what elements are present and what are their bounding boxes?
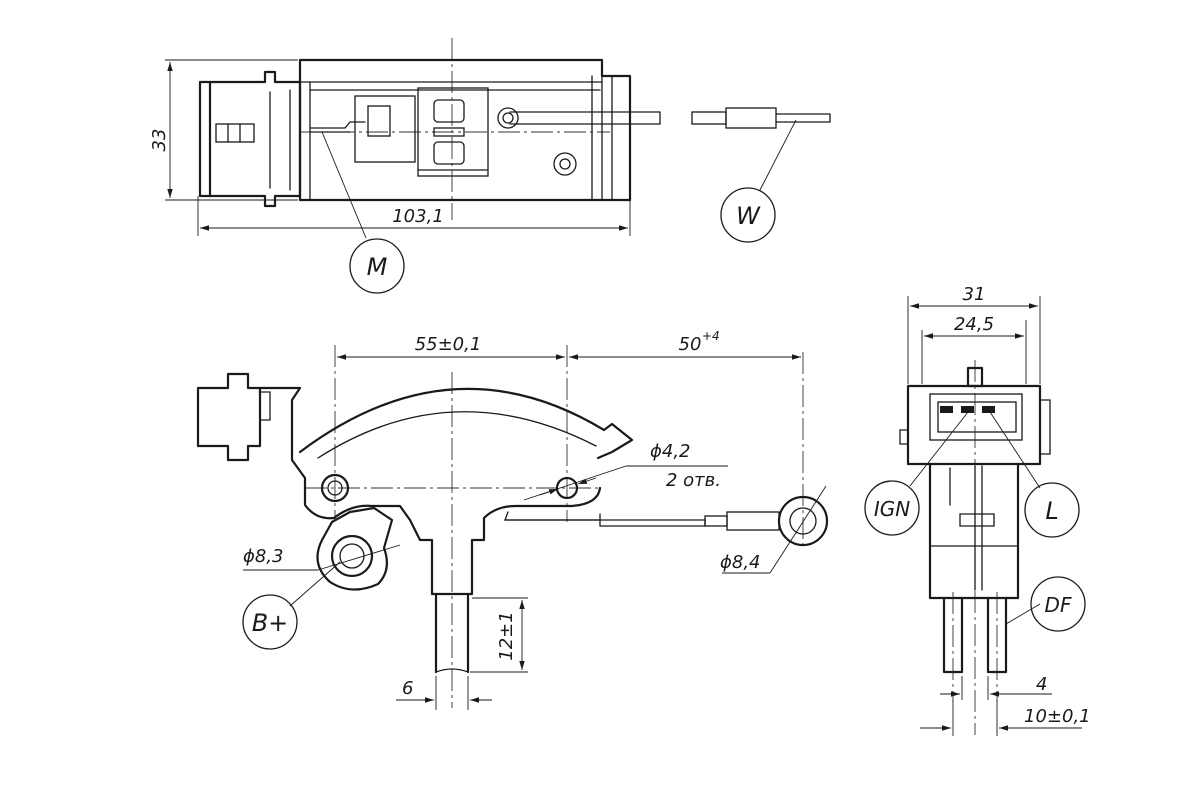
callout-l: L <box>1024 482 1080 538</box>
callout-m: M <box>349 238 405 294</box>
dimension-55: 55±0,1 <box>415 334 482 355</box>
dimension-31: 31 <box>963 284 986 305</box>
callout-df: DF <box>1030 576 1086 632</box>
callout-ign: IGN <box>864 480 920 536</box>
dimension-hole-84: ϕ8,4 <box>720 552 761 573</box>
dimension-24: 24,5 <box>954 314 994 335</box>
dimension-50-tolerance: +4 <box>702 329 720 343</box>
callout-l-label: L <box>1045 497 1058 525</box>
dimension-4: 4 <box>1036 674 1047 695</box>
callout-m-label: M <box>367 253 388 281</box>
callout-b-plus: B+ <box>242 594 298 650</box>
side-view <box>899 296 1082 736</box>
dimension-hole-42: ϕ4,2 <box>650 441 691 462</box>
dimension-hole-83: ϕ8,3 <box>243 546 284 567</box>
dimension-hole-count: 2 отв. <box>666 470 721 491</box>
callout-w: W <box>720 187 776 243</box>
front-view <box>196 345 829 710</box>
callout-w-label: W <box>736 202 761 230</box>
dimension-103: 103,1 <box>392 206 444 227</box>
dimension-12: 12±1 <box>496 611 517 660</box>
dimension-33: 33 <box>149 129 170 152</box>
callout-ign-label: IGN <box>874 497 910 521</box>
callout-b-plus-label: B+ <box>252 609 289 637</box>
top-view <box>165 38 831 239</box>
dimension-6: 6 <box>402 678 413 699</box>
callout-df-label: DF <box>1045 593 1072 617</box>
dimension-50: 50 <box>679 334 702 355</box>
dimension-10: 10±0,1 <box>1024 706 1091 727</box>
